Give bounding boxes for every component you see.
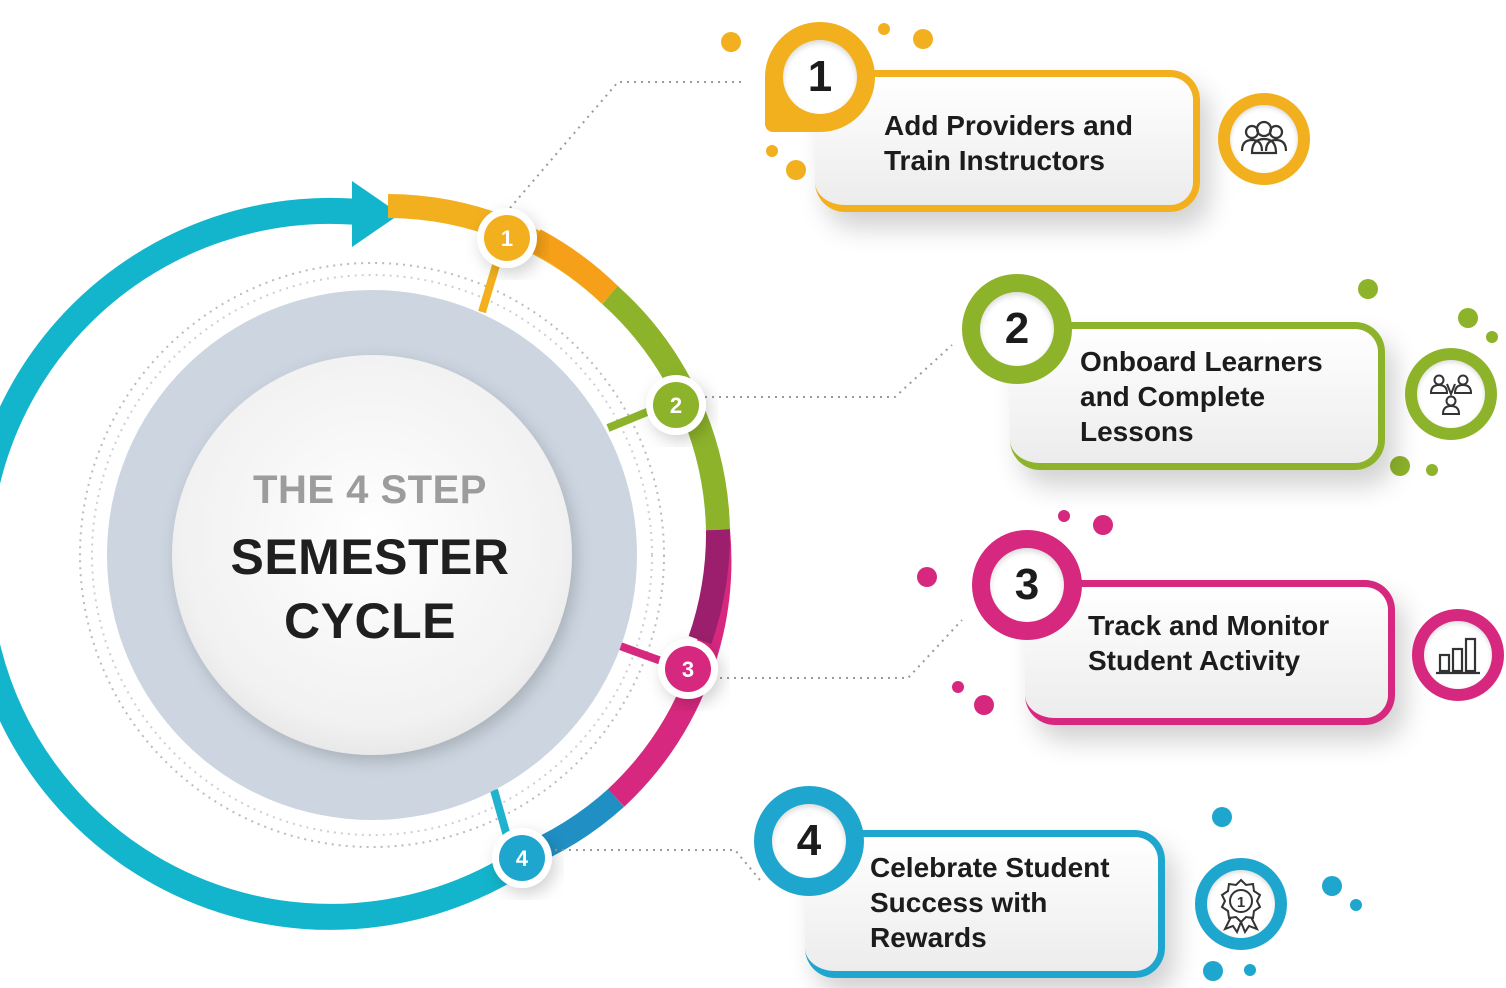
leader-line-3 [720,619,963,679]
step-text-2: Onboard Learners and Complete Lessons [1080,344,1323,449]
step-4-line-1: Celebrate Student [870,852,1110,883]
svg-text:1: 1 [1237,894,1245,911]
step-3-line-1: Track and Monitor [1088,610,1330,641]
connector-stub-2 [606,406,654,432]
inner-dotted-ring-inner [91,274,653,836]
ring-marker-4 [492,828,552,888]
step-2-line-1: Onboard Learners [1080,346,1323,377]
ring-marker-2-number: 2 [670,393,682,418]
step-icon-badge-1 [1218,93,1310,185]
hub-inner [172,355,572,755]
cycle-title-line-2: CYCLE [284,593,456,649]
inner-dotted-ring-outer [79,262,665,848]
step-4-line-3: Rewards [870,922,987,953]
cycle-title-line-1: SEMESTER [230,529,510,585]
ring-marker-2 [646,375,706,435]
step-icon-badge-3 [1412,609,1504,701]
network-users-icon [1417,360,1485,428]
step-number-bubble-2: 2 [962,274,1072,384]
step-card-2 [1010,322,1385,470]
leader-line-1 [509,81,745,209]
decor-dots-3 [917,510,1113,715]
cycle-arrowhead [352,181,400,247]
people-group-icon [1230,105,1298,173]
step-number-4: 4 [772,804,846,878]
ring-marker-3-number: 3 [682,657,694,682]
leader-line-4 [555,849,761,881]
step-text-4: Celebrate Student Success with Rewards [870,850,1110,955]
step-card-4 [805,830,1165,978]
step-number-bubble-4: 4 [754,786,864,896]
step-number-bubble-3: 3 [972,530,1082,640]
ring-marker-1 [477,208,537,268]
ring-segment-1b [529,229,619,304]
ring-marker-1-number: 1 [501,226,513,251]
cycle-title-prefix: THE 4 STEP [253,468,487,512]
ring-segment-3b [688,529,731,644]
step-1-line-1: Add Providers and [884,110,1133,141]
step-card-3 [1025,580,1395,725]
decor-dots-4 [1203,807,1362,981]
step-icon-badge-2 [1405,348,1497,440]
step-2-line-2: and Complete [1080,381,1266,412]
step-4-line-2: Success with [870,887,1048,918]
ring-marker-4-number: 4 [516,846,529,871]
step-number-2: 2 [980,292,1054,366]
step-card-1 [815,70,1200,212]
leader-line-2 [705,344,953,398]
step-2-line-3: Lessons [1080,416,1194,447]
decor-dots-2 [1358,279,1498,476]
connector-stub-4 [490,788,511,838]
step-text-1: Add Providers and Train Instructors [884,108,1133,178]
step-number-3: 3 [990,548,1064,622]
connector-stub-1 [478,260,501,314]
connector-stub-3 [618,642,666,666]
step-3-line-2: Student Activity [1088,645,1301,676]
ring-marker-3 [658,639,718,699]
cycle-arrow-ring [0,197,548,930]
step-text-3: Track and Monitor Student Activity [1088,608,1329,678]
decor-dots-1 [721,23,933,180]
award-badge-icon: 1 [1207,870,1275,938]
step-icon-badge-4: 1 [1195,858,1287,950]
bar-chart-icon [1424,621,1492,689]
step-number-bubble-1: 1 [765,22,875,132]
step-1-line-2: Train Instructors [884,145,1105,176]
step-number-1: 1 [783,40,857,114]
